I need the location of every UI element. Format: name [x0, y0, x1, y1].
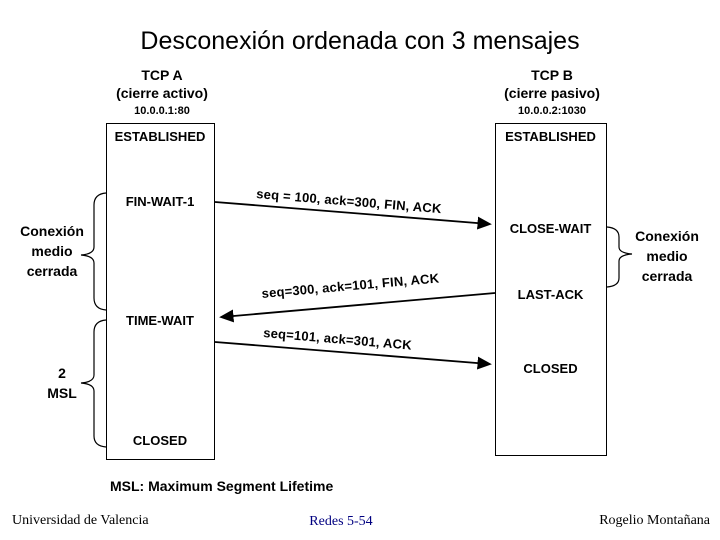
footer-institution: Universidad de Valencia	[12, 513, 149, 528]
annotation-two-msl: 2 MSL	[47, 365, 77, 401]
state-a-closed: CLOSED	[132, 433, 188, 448]
endpoint-b-address: 10.0.0.2:1030	[518, 105, 586, 117]
state-b-closed: CLOSED	[523, 361, 578, 376]
page-title: Desconexión ordenada con 3 mensajes	[140, 27, 580, 55]
state-a-established: ESTABLISHED	[114, 129, 206, 144]
footer-slide-number: Redes 5-54	[309, 514, 373, 529]
message-label-fin-b-to-a: seq=300, ack=101, FIN, ACK	[261, 270, 440, 301]
endpoint-b-role: (cierre pasivo)	[504, 85, 600, 101]
state-a-fin-wait-1: FIN-WAIT-1	[125, 194, 195, 209]
state-a-time-wait: TIME-WAIT	[126, 313, 194, 328]
endpoint-b-name: TCP B	[531, 67, 573, 83]
state-b-last-ack: LAST-ACK	[517, 287, 584, 302]
timeline-box-tcp-b	[495, 123, 607, 456]
timeline-box-tcp-a	[106, 123, 215, 460]
endpoint-a-header: TCP A (cierre activo) 10.0.0.1:80	[82, 66, 242, 118]
footer-author: Rogelio Montañana	[599, 513, 710, 528]
message-label-fin-a-to-b: seq = 100, ack=300, FIN, ACK	[255, 186, 443, 217]
message-label-ack-a-to-b: seq=101, ack=301, ACK	[262, 325, 413, 353]
endpoint-b-header: TCP B (cierre pasivo) 10.0.0.2:1030	[472, 66, 632, 118]
endpoint-a-role: (cierre activo)	[116, 85, 208, 101]
state-b-established: ESTABLISHED	[505, 129, 596, 144]
annotation-half-closed-left: Conexión medio cerrada	[20, 223, 84, 279]
annotation-half-closed-right: Conexión medio cerrada	[635, 228, 699, 284]
endpoint-a-name: TCP A	[141, 67, 183, 83]
endpoint-a-address: 10.0.0.1:80	[134, 105, 190, 117]
state-b-close-wait: CLOSE-WAIT	[509, 221, 592, 236]
msl-definition-note: MSL: Maximum Segment Lifetime	[110, 478, 334, 494]
